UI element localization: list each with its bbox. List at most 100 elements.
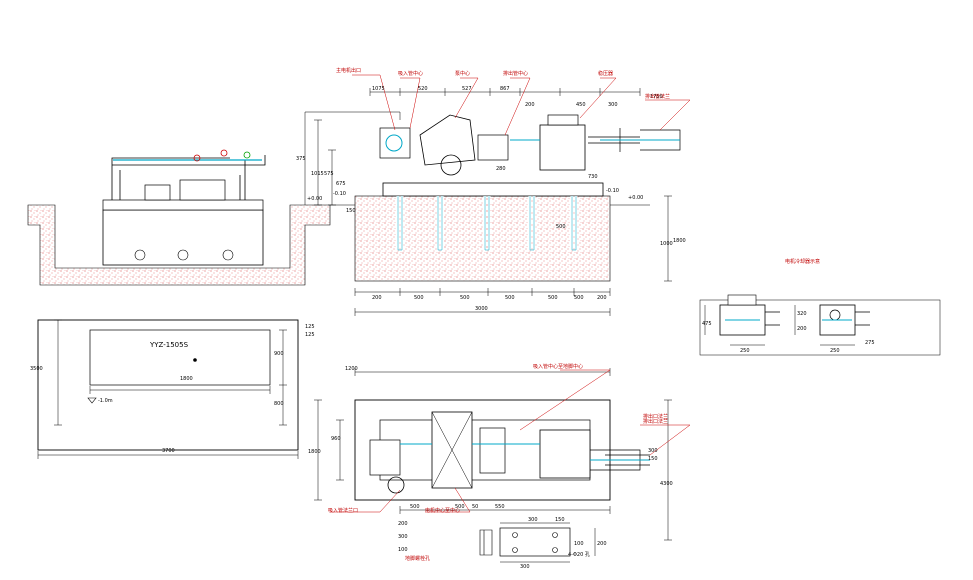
vdim-3: 675 — [336, 181, 346, 187]
tank-port-icon — [134, 249, 146, 261]
tank-pit-elevation — [27, 149, 331, 286]
callout-11: 电机冷却器示意 — [785, 258, 820, 265]
section-dims — [704, 305, 855, 346]
overall-length: 3000 — [475, 306, 488, 312]
tdim-5: 450 — [576, 102, 586, 108]
tank-side-b: 800 — [274, 401, 284, 407]
detail-flange — [479, 529, 493, 556]
pump-plan-dims — [314, 368, 672, 541]
callout-8: 排出口法兰 — [643, 418, 668, 425]
tdim-9: 280 — [496, 166, 506, 172]
tank-plan-center-icon — [193, 358, 197, 362]
tank-control-box — [179, 179, 226, 201]
callout-3: 泵中心 — [455, 70, 470, 77]
tank-top — [102, 199, 264, 211]
plan-dim-bottom-2: 50 — [472, 504, 478, 510]
detail-side-note-0: 200 — [398, 521, 408, 527]
plan-dim-bottom-1: 500 — [455, 504, 465, 510]
level-label-1: -0.10 — [333, 191, 346, 197]
callout-2: 吸入管中心 — [398, 70, 423, 77]
tank-model-label: YYZ-1505S — [149, 341, 189, 349]
tank-port-icon — [177, 249, 189, 261]
detail-note: 4-Φ20 孔 — [568, 551, 590, 558]
bdim-5: 500 — [574, 295, 584, 301]
valve-icon — [220, 149, 228, 157]
tank-depth-total: 3500 — [30, 366, 43, 372]
plan-dim-bottom-0: 500 — [410, 504, 420, 510]
pump-plan — [314, 368, 672, 541]
pit-wall-left — [27, 204, 331, 286]
volute-icon — [440, 154, 462, 176]
tank-body — [102, 209, 264, 266]
tdim-2: 527 — [462, 86, 472, 92]
plan-overall-top: 1200 — [345, 366, 358, 372]
tank-port-icon — [222, 249, 234, 261]
bottom-dim-lines — [354, 195, 672, 316]
callout-13: 排出口法兰 — [643, 413, 668, 420]
vdim-0: 375 — [296, 156, 306, 162]
callout-leaders — [330, 74, 691, 513]
tank-level-label: -1.0m — [98, 398, 113, 404]
tank-top-dim-a: 125 — [305, 324, 315, 330]
bdim-6: 200 — [597, 295, 607, 301]
section-labels: 475 250 320 200 250 275 — [702, 311, 875, 354]
callout-7: 吸入管中心至地脚中心 — [533, 363, 583, 370]
suction-port-icon — [385, 134, 403, 152]
detail-plate — [499, 527, 571, 557]
plan-side-dim-0: 300 — [648, 448, 658, 454]
detail-dim-0: 300 — [528, 517, 538, 523]
section-dim-2: 320 — [797, 311, 807, 317]
section-piping — [765, 311, 870, 326]
vdim-4: 150 — [346, 208, 356, 214]
callout-labels: 主电机出口 吸入管中心 泵中心 排出管中心 稳压器 排出管法兰 吸入管中心至地脚… — [328, 67, 820, 562]
callout-4: 排出管中心 — [503, 70, 528, 77]
callout-12: 吸入管法兰口 — [328, 507, 358, 514]
callout-9: 电机中心至中心 — [425, 507, 460, 514]
section-dim-3: 200 — [797, 326, 807, 332]
elevation-labels: +0.00 -0.10 +0.00 -0.10 375 1015 575 675… — [296, 86, 686, 312]
pump-elevation — [304, 88, 681, 316]
vdim-1: 1015 — [311, 171, 324, 177]
height-right: 1800 — [673, 238, 686, 244]
coupling-guard — [477, 134, 509, 161]
pump-plan-port-icon — [387, 476, 405, 494]
bdim-2: 500 — [460, 295, 470, 301]
tank-plan-inner — [89, 329, 271, 386]
callout-10: 地脚螺栓孔 — [405, 555, 430, 562]
tank-length-inner: 1800 — [180, 376, 193, 382]
tdim-8: 730 — [588, 174, 598, 180]
tdim-4: 200 — [525, 102, 535, 108]
detail-side-note-1: 300 — [398, 534, 408, 540]
section-dim-5: 275 — [865, 340, 875, 346]
detail-dim-4: 100 — [574, 541, 584, 547]
detail-hole-icon — [552, 532, 558, 538]
tdim-0: 1075 — [372, 86, 385, 92]
pump-plan-motor — [539, 429, 591, 479]
tank-side-a: 900 — [274, 351, 284, 357]
section-left-cap — [727, 294, 757, 306]
valve-icon — [193, 154, 201, 162]
detail-hole-icon — [512, 547, 518, 553]
level-label-3: -0.10 — [606, 188, 619, 194]
detail-side-note-2: 100 — [398, 547, 408, 553]
vdim-5: 500 — [556, 224, 566, 230]
level-label-2: +0.00 — [628, 195, 643, 201]
detail-labels: 300 150 300 200 100 200 300 100 4-Φ20 孔 — [398, 517, 607, 570]
pump-plan-coupling — [479, 427, 506, 474]
motor-cap — [547, 114, 579, 126]
tank-motor-box — [144, 184, 171, 201]
plan-dim-left-0: 1800 — [308, 449, 321, 455]
level-label-0: +0.00 — [307, 196, 322, 202]
tank-labels: YYZ-1505S 1800 3700 3500 900 800 -1.0m 1… — [30, 324, 315, 454]
tank-length-overall: 3700 — [162, 448, 175, 454]
plan-dim-bottom-3: 550 — [495, 504, 505, 510]
suction-flange — [379, 127, 411, 159]
vdim-6: 1000 — [660, 241, 673, 247]
bdim-3: 500 — [505, 295, 515, 301]
plan-labels: 1800 960 500 500 50 550 4300 1200 300 15… — [308, 366, 673, 510]
detail-dim-3: 200 — [597, 541, 607, 547]
section-dim-4: 250 — [830, 348, 840, 354]
section-dim-0: 475 — [702, 321, 712, 327]
plan-dim-left-1: 960 — [331, 436, 341, 442]
